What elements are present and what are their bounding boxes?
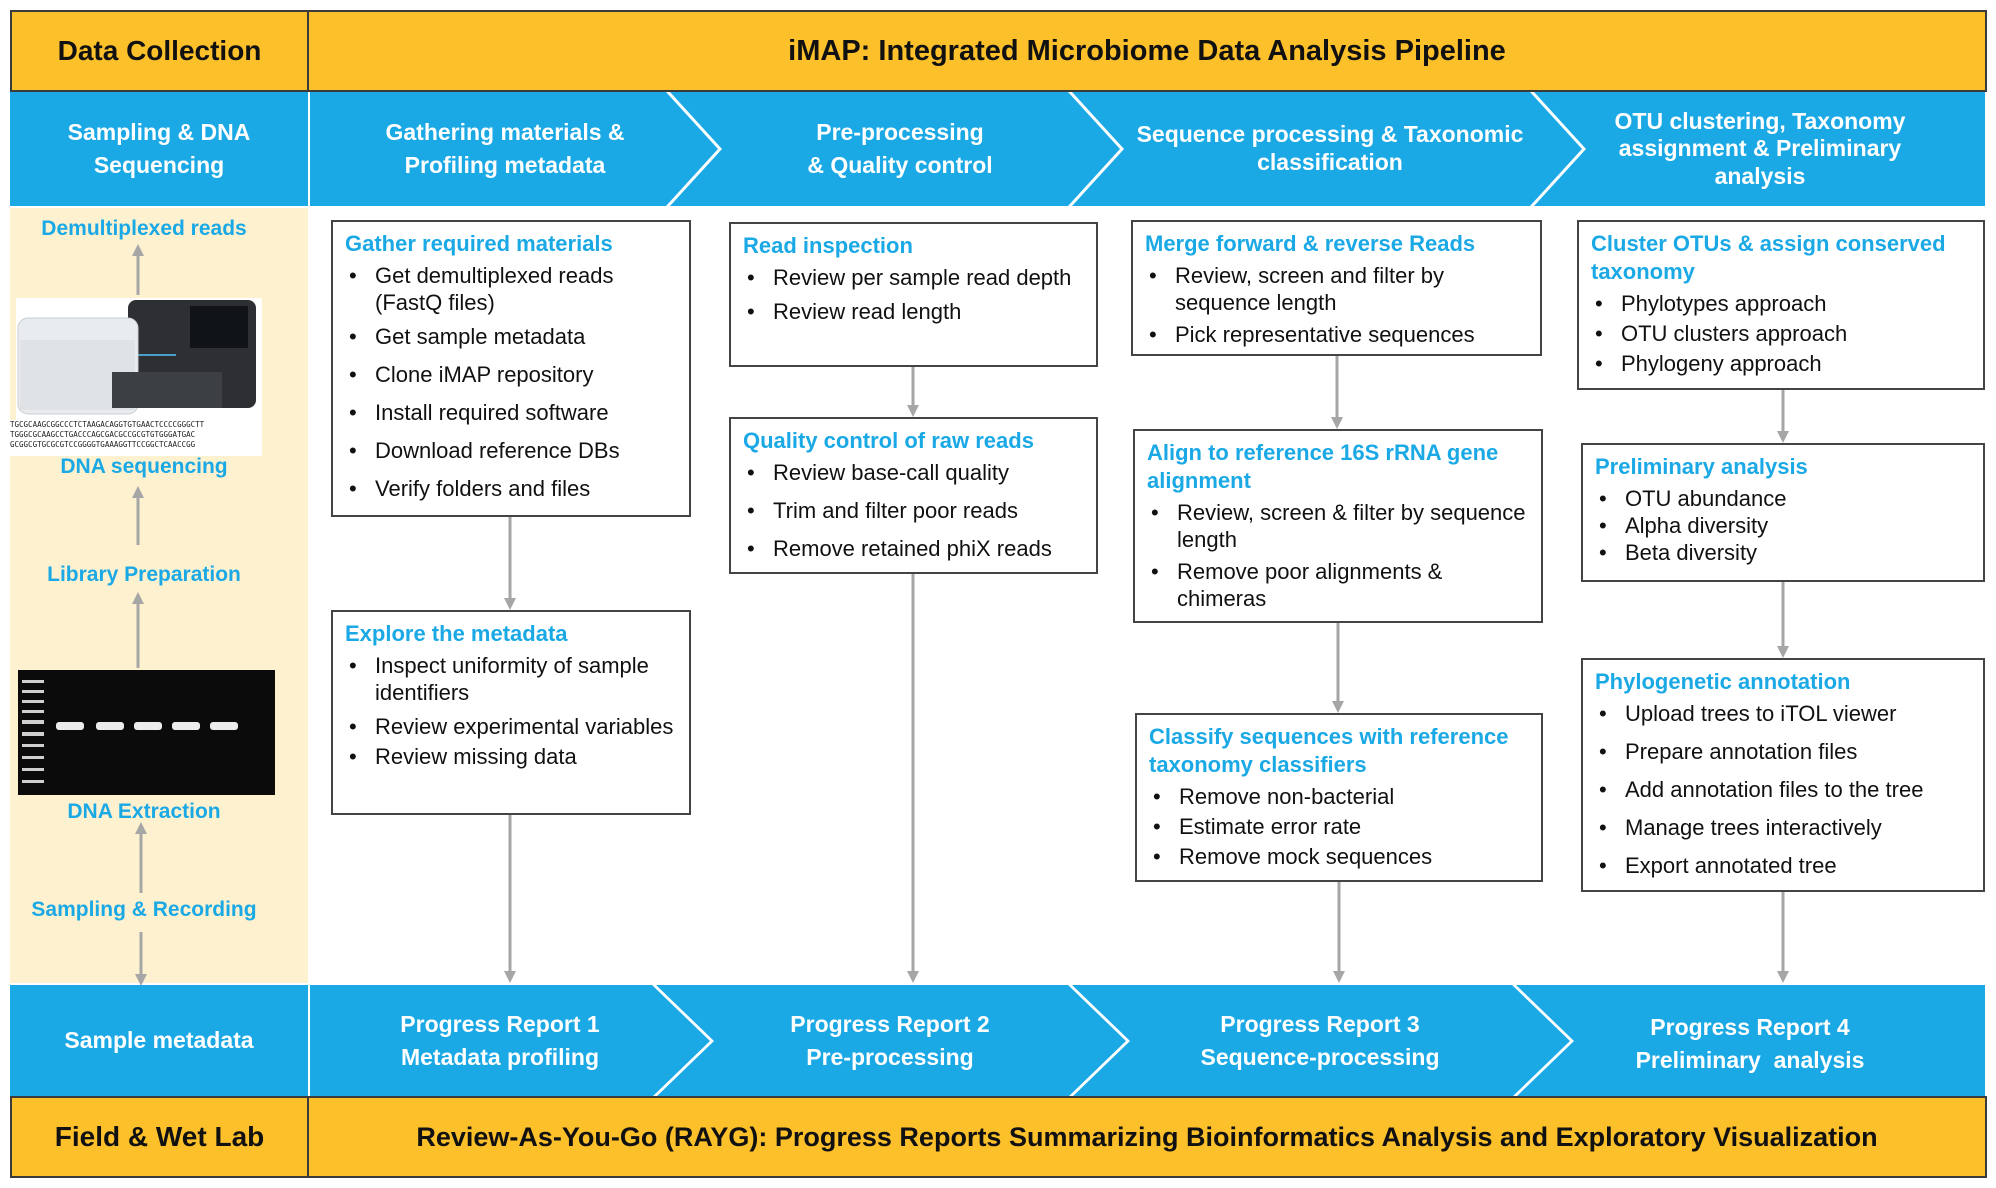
list-item: Download reference DBs: [345, 437, 677, 464]
box-title: Merge forward & reverse Reads: [1145, 231, 1476, 256]
stage-2-label: Pre-processing& Quality control: [807, 118, 993, 178]
sequence-text: TGCGCAAGCGGCCCTCTAAGACAGGTGTGAACTCCCCGGG…: [10, 420, 262, 456]
box-preliminary-analysis: Preliminary analysis OTU abundance Alpha…: [1581, 443, 1985, 582]
pipeline-title: iMAP: Integrated Microbiome Data Analysi…: [788, 34, 1506, 67]
list-item: Review read length: [743, 298, 1084, 325]
list-item: Verify folders and files: [345, 475, 677, 502]
box-gather-materials: Gather required materials Get demultiple…: [331, 220, 691, 517]
list-item: Get sample metadata: [345, 323, 677, 350]
box-title: Classify sequences with reference taxono…: [1149, 724, 1509, 777]
box-read-inspection: Read inspection Review per sample read d…: [729, 222, 1098, 367]
box-title: Cluster OTUs & assign conserved taxonomy: [1591, 231, 1946, 284]
list-item: Prepare annotation files: [1595, 738, 1971, 765]
list-item: Inspect uniformity of sample identifiers: [345, 652, 677, 706]
dna-sequencing-label: DNA sequencing: [60, 455, 228, 478]
box-cluster-otus: Cluster OTUs & assign conserved taxonomy…: [1577, 220, 1985, 390]
list-item: Remove retained phiX reads: [743, 535, 1084, 562]
list-item: Pick representative sequences: [1145, 321, 1528, 348]
list-item: Phylogeny approach: [1591, 350, 1971, 377]
box-align-reference: Align to reference 16S rRNA gene alignme…: [1133, 429, 1543, 623]
list-item: Review, screen & filter by sequence leng…: [1147, 499, 1529, 553]
left-stage-cell: [10, 92, 308, 206]
box-title: Phylogenetic annotation: [1595, 669, 1851, 694]
list-item: OTU abundance: [1595, 485, 1971, 512]
footer-title-cell: [307, 1096, 1987, 1178]
list-item: Review experimental variables: [345, 713, 677, 740]
box-classify-sequences: Classify sequences with reference taxono…: [1135, 713, 1543, 882]
list-item: Install required software: [345, 399, 677, 426]
list-item: Remove poor alignments & chimeras: [1147, 558, 1529, 612]
list-item: Review per sample read depth: [743, 264, 1084, 291]
list-item: Manage trees interactively: [1595, 814, 1971, 841]
list-item: Add annotation files to the tree: [1595, 776, 1971, 803]
box-quality-control: Quality control of raw reads Review base…: [729, 417, 1098, 574]
sample-metadata-label: Sample metadata: [64, 1027, 254, 1054]
list-item: Review missing data: [345, 743, 677, 770]
list-item: Upload trees to iTOL viewer: [1595, 700, 1971, 727]
sample-metadata-cell: [10, 985, 308, 1097]
demultiplexed-reads-label: Demultiplexed reads: [41, 217, 247, 240]
list-item: OTU clusters approach: [1591, 320, 1971, 347]
dna-extraction-label: DNA Extraction: [67, 800, 221, 823]
header-title-cell: [307, 10, 1987, 92]
list-item: Export annotated tree: [1595, 852, 1971, 879]
box-title: Gather required materials: [345, 231, 613, 256]
list-item: Clone iMAP repository: [345, 361, 677, 388]
list-item: Beta diversity: [1595, 539, 1971, 566]
box-phylogenetic-annotation: Phylogenetic annotation Upload trees to …: [1581, 658, 1985, 892]
footer-left-cell: [10, 1096, 309, 1178]
list-item: Phylotypes approach: [1591, 290, 1971, 317]
box-title: Preliminary analysis: [1595, 454, 1808, 479]
list-item: Alpha diversity: [1595, 512, 1971, 539]
list-item: Estimate error rate: [1149, 813, 1529, 840]
list-item: Trim and filter poor reads: [743, 497, 1084, 524]
field-wet-lab-label: Field & Wet Lab: [54, 1121, 265, 1152]
list-item: Review base-call quality: [743, 459, 1084, 486]
rayg-footer-title: Review-As-You-Go (RAYG): Progress Report…: [416, 1121, 1878, 1152]
data-collection-label: Data Collection: [57, 35, 262, 66]
sampling-recording-label: Sampling & Recording: [31, 898, 257, 921]
box-title: Explore the metadata: [345, 621, 568, 646]
header-left-cell: [10, 10, 309, 92]
library-preparation-label: Library Preparation: [47, 563, 241, 586]
box-title: Read inspection: [743, 233, 913, 258]
box-explore-metadata: Explore the metadata Inspect uniformity …: [331, 610, 691, 815]
stage-1-label: Gathering materials &Profiling metadata: [385, 118, 625, 178]
list-item: Remove non-bacterial: [1149, 783, 1529, 810]
box-merge-reads: Merge forward & reverse Reads Review, sc…: [1131, 220, 1542, 356]
list-item: Review, screen and filter by sequence le…: [1145, 262, 1528, 316]
box-title: Align to reference 16S rRNA gene alignme…: [1147, 440, 1499, 493]
list-item: Remove mock sequences: [1149, 843, 1529, 870]
box-title: Quality control of raw reads: [743, 428, 1034, 453]
list-item: Get demultiplexed reads (FastQ files): [345, 262, 677, 316]
